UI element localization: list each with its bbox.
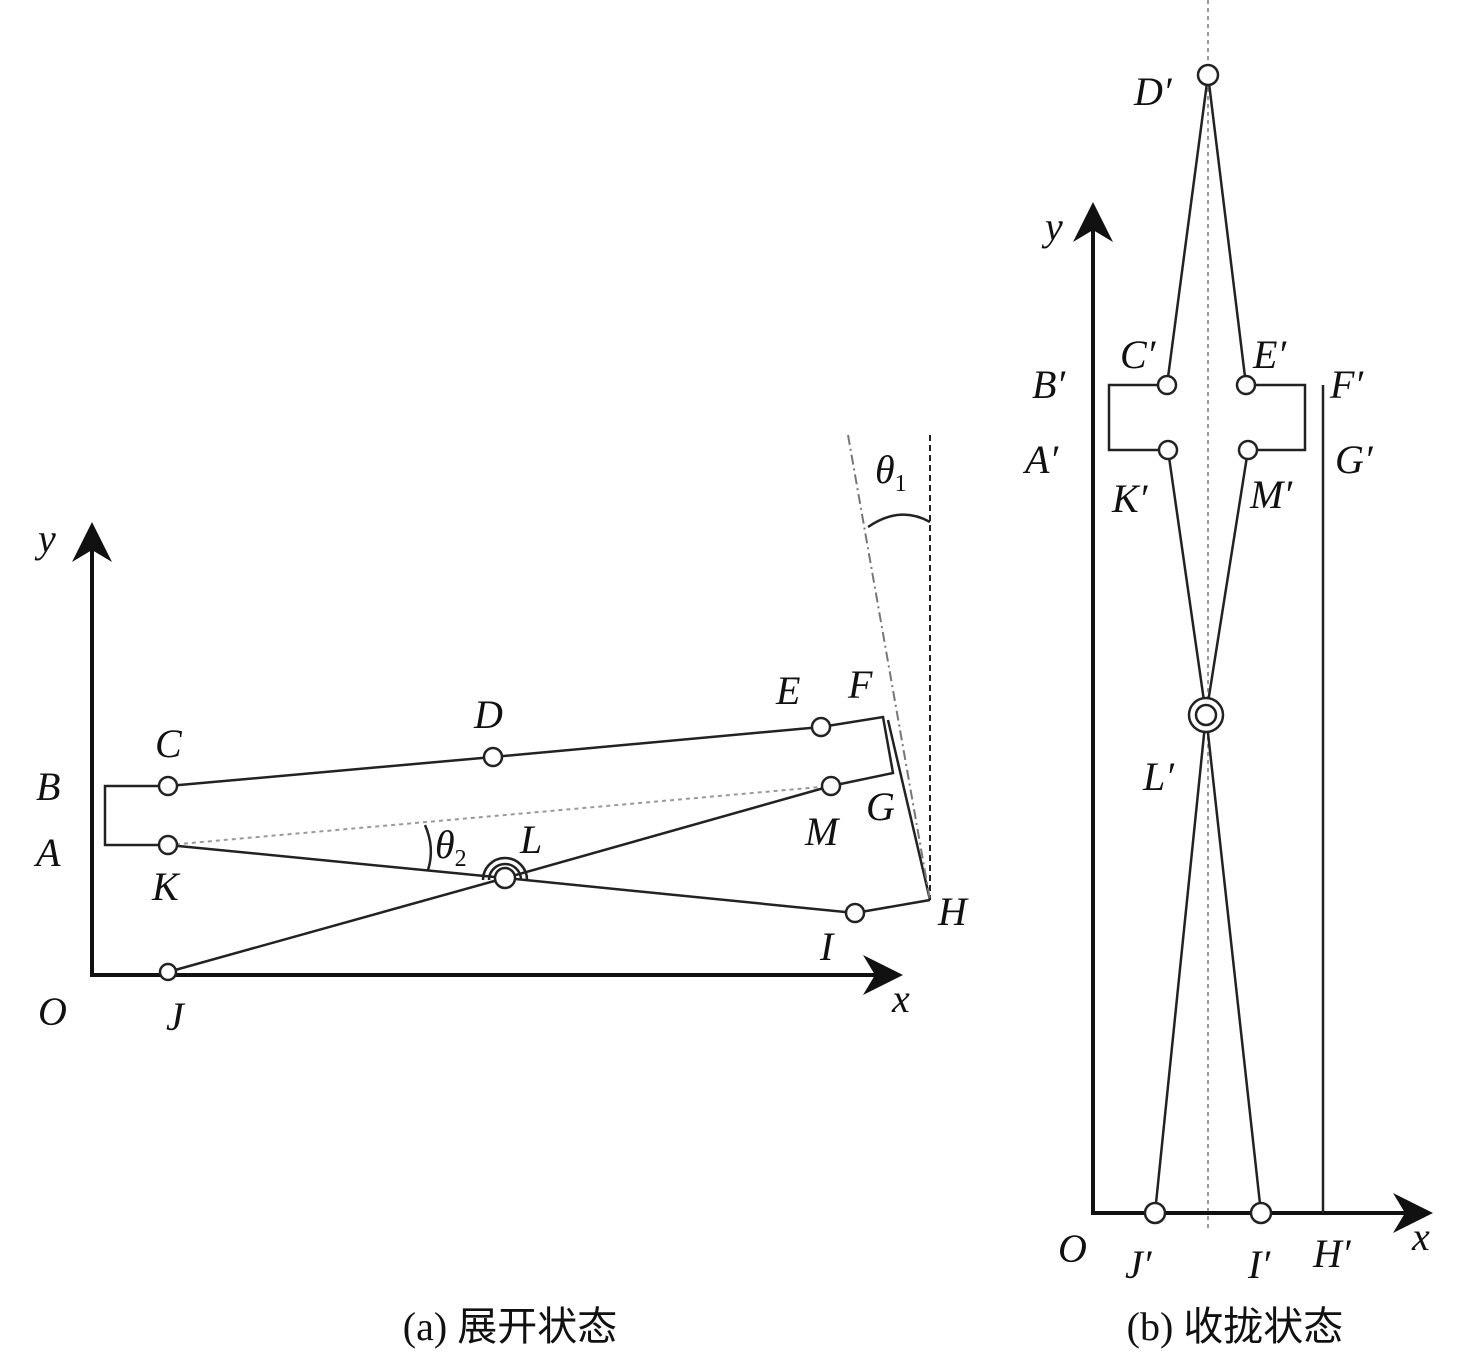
label-h: H	[937, 889, 969, 934]
label-x: x	[891, 976, 910, 1021]
link-klih	[167, 843, 931, 915]
label-o: O	[38, 989, 67, 1034]
link-hf	[886, 719, 932, 901]
joint-d	[482, 746, 504, 768]
label-g-b: G′	[1335, 437, 1374, 482]
theta1-arc	[867, 513, 931, 529]
joint-l-arc-inner	[487, 862, 523, 881]
label-y-b: y	[1041, 204, 1063, 249]
joint-l-b	[1194, 703, 1218, 727]
joint-c-b	[1156, 374, 1178, 396]
label-f: F	[847, 662, 873, 707]
label-i-b: I′	[1247, 1242, 1271, 1287]
bracket-left-b	[1107, 383, 1168, 452]
joint-l	[493, 866, 517, 890]
link-cde-b	[1165, 74, 1248, 386]
dashed-km	[167, 785, 832, 846]
bracket-right-b	[1246, 383, 1307, 452]
caption-b: (b) 收拢状态	[1127, 1304, 1344, 1349]
joint-k	[157, 834, 179, 856]
joint-l-arc-outer	[481, 856, 529, 881]
joint-m	[820, 775, 842, 797]
label-a-b: A′	[1022, 437, 1059, 482]
label-a: A	[33, 830, 61, 875]
joint-i-b	[1249, 1201, 1273, 1225]
label-k: K	[151, 864, 181, 909]
label-k-b: K′	[1111, 476, 1149, 521]
label-theta2: θ2	[435, 822, 467, 872]
bracket-ab	[103, 784, 168, 847]
label-e: E	[775, 668, 800, 713]
label-i: I	[819, 924, 835, 969]
upper-link-cdefg	[167, 715, 895, 788]
link-kli-b	[1166, 449, 1263, 1214]
label-c-b: C′	[1120, 332, 1157, 377]
label-m-b: M′	[1249, 472, 1293, 517]
joint-j-b	[1143, 1201, 1167, 1225]
label-x-b: x	[1411, 1214, 1430, 1259]
panel-b-folded: y x O D′ C′ E′ B′ F′ A′ G′ K′ M′ L′ J′ I…	[1022, 0, 1433, 1349]
joint-k-b	[1157, 439, 1179, 461]
label-e-b: E′	[1252, 332, 1287, 377]
label-h-b: H′	[1312, 1231, 1352, 1276]
label-j: J	[166, 994, 186, 1039]
label-b-b: B′	[1032, 362, 1066, 407]
joint-e	[810, 716, 832, 738]
label-d: D	[473, 692, 503, 737]
joint-d-b	[1196, 63, 1220, 87]
label-f-b: F′	[1329, 362, 1364, 407]
label-l-b: L′	[1142, 754, 1175, 799]
joint-e-b	[1235, 374, 1257, 396]
label-o-b: O	[1058, 1226, 1087, 1271]
label-b: B	[36, 764, 60, 809]
theta2-arc	[423, 824, 433, 871]
label-l: L	[519, 817, 542, 862]
label-theta1: θ1	[875, 447, 907, 497]
label-y: y	[34, 516, 56, 561]
label-g: G	[866, 784, 895, 829]
joint-i	[844, 902, 866, 924]
panel-a-expanded: y x O J B A C D E F G M K L I H θ1 θ2 (a…	[33, 434, 969, 1349]
label-c: C	[155, 721, 183, 766]
caption-a: (a) 展开状态	[403, 1304, 617, 1349]
link-mlj-b	[1153, 449, 1250, 1214]
label-m: M	[804, 809, 841, 854]
label-d-b: D′	[1133, 69, 1173, 114]
label-j-b: J′	[1125, 1242, 1153, 1287]
joint-c	[157, 775, 179, 797]
joint-m-b	[1237, 439, 1259, 461]
joint-j	[158, 962, 178, 982]
